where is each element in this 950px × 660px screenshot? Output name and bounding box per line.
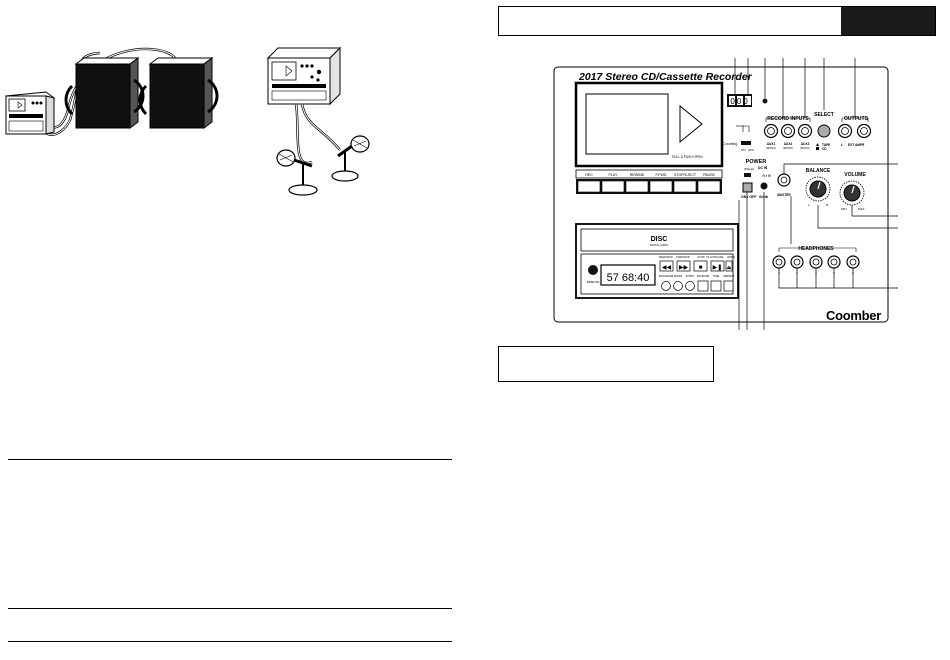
counter-switch (741, 141, 751, 145)
cd-button-label: FWD/SKIP (676, 255, 690, 259)
aux-jacks (763, 123, 813, 139)
cassette-play-arrow-icon (679, 104, 703, 144)
output-jacks (837, 123, 872, 139)
balance-scale-left: L (808, 203, 810, 207)
volume-scale-max: MAX (858, 207, 865, 211)
power-switch (742, 182, 753, 193)
speaker-right-drawing (138, 57, 219, 129)
aux-sublabel: (MONO) (766, 146, 776, 150)
device-front-panel-diagram: 2017 Stereo CD/Cassette Recorder PULL & … (553, 58, 898, 330)
tape-button-label: PAUSE (703, 173, 716, 177)
cd-button-label: STOP (697, 255, 705, 259)
speaker-left-drawing (64, 57, 145, 129)
cd-player: DISC DIGITAL AUDIO REMOTE 57 68:40 REW/S… (575, 223, 739, 299)
counter-switch-off: OFF (748, 148, 754, 152)
tape-button-label: STOP/EJECT (674, 173, 697, 177)
microphone-setup-illustration (266, 46, 370, 196)
device-title: 2017 Stereo CD/Cassette Recorder (578, 71, 753, 83)
outputs-label: OUTPUTS (844, 116, 869, 122)
tape-indicator-icon (816, 143, 819, 146)
rewind-icon: ◀◀ (662, 265, 672, 271)
callout-lines (734, 58, 898, 330)
eject-icon: ⏏ (727, 265, 732, 271)
stop-icon: ■ (699, 265, 703, 271)
tape-button-label: REC (585, 173, 593, 177)
play-pause-icon: ▶❚ (713, 264, 723, 271)
tape-button-label: REWIND (630, 173, 645, 177)
aux-sublabel: (MONO) (800, 146, 810, 150)
headphone-jacks (772, 255, 860, 269)
cd-display-readout: 57 68:40 (607, 272, 650, 284)
section-divider (8, 608, 452, 609)
fast-forward-icon: ▶▶ (679, 265, 689, 271)
cd-logo: DISC (651, 236, 668, 243)
cd-remote-label: REMOTE (587, 280, 600, 284)
section-divider (8, 459, 452, 460)
master-label: MASTER (777, 193, 791, 197)
tape-button-label: PLAY (609, 173, 619, 177)
dc-in-label: DC IN (758, 166, 768, 170)
volume-scale-min: MIN (841, 207, 847, 211)
tape-counter: 000 (727, 94, 752, 107)
aux-label: AUX1 (767, 142, 776, 146)
tape-button-label: F.FWD (656, 173, 667, 177)
output-sublabel: EXT AMP (848, 143, 863, 147)
counter-label: Counting (723, 142, 737, 146)
figure-caption-box (498, 346, 714, 382)
cd-indicator-icon (816, 147, 819, 150)
aux-label: AUX3 (801, 142, 810, 146)
headphones-label: HEADPHONES (798, 246, 834, 252)
power-sub: (Mains) (744, 167, 754, 171)
cd-display (600, 264, 656, 286)
cd-button-label: TIME (713, 274, 720, 278)
small-recorder-drawing (4, 91, 56, 135)
cd-button-label: PLAY/PAUSE (707, 255, 724, 259)
brand-logo: Coomber (826, 308, 881, 323)
power-switch-label: ON / OFF (741, 195, 757, 199)
cd-button-label: MODE (674, 274, 683, 278)
output-sublabel: L (841, 143, 843, 147)
microphone-left-drawing (276, 149, 318, 196)
cd-button-label: REPEAT (724, 274, 735, 278)
cd-transport-buttons: ◀◀ ▶▶ ■ ▶❚ ⏏ (659, 260, 733, 272)
select-label: SELECT (814, 112, 834, 118)
dc-polarity-icon: ⊖◐⊕ (762, 173, 771, 178)
section-title-box (498, 6, 936, 36)
power-indicator (744, 173, 751, 177)
cd-button-label: PROGRAM (659, 274, 674, 278)
counter-switch-on: ON (741, 148, 746, 152)
balance-knob (805, 176, 831, 202)
cassette-deck: PULL & PUSH OPEN REC PLAY REWIND F.FWD S… (574, 81, 724, 194)
balance-label: BALANCE (806, 168, 831, 174)
volume-knob (839, 180, 865, 206)
cd-button-label: RANDOM (697, 274, 710, 278)
recorder-3d-drawing (266, 46, 342, 106)
microphone-right-drawing (331, 135, 370, 182)
dc-in-jack (760, 182, 768, 190)
output-sublabel: R (862, 143, 865, 147)
cd-button-label: INTRO (686, 274, 696, 278)
counter-reset-button (762, 98, 768, 104)
cd-function-buttons (661, 280, 734, 292)
select-option-tape: TAPE (822, 143, 830, 147)
select-button (817, 124, 831, 138)
speaker-setup-illustration (4, 47, 219, 136)
aux-label: AUX2 (784, 142, 793, 146)
record-inputs-label: RECORD INPUTS (767, 116, 809, 122)
section-tab (841, 7, 935, 35)
balance-scale-right: R (826, 203, 829, 207)
cd-button-label: REW/SKIP (659, 255, 673, 259)
cd-logo-sub: DIGITAL AUDIO (650, 243, 669, 247)
power-label: POWER (746, 159, 767, 165)
select-option-cd: CD (822, 147, 827, 151)
cassette-window-note: PULL & PUSH OPEN (672, 155, 703, 159)
section-divider (8, 641, 452, 642)
remote-sensor-icon (588, 265, 598, 275)
counter-digits: 000 (730, 97, 749, 106)
tape-buttons (577, 180, 721, 193)
volume-label: VOLUME (844, 172, 866, 178)
aux-sublabel: (MONO) (783, 146, 793, 150)
cd-button-label: OPEN (727, 255, 735, 259)
